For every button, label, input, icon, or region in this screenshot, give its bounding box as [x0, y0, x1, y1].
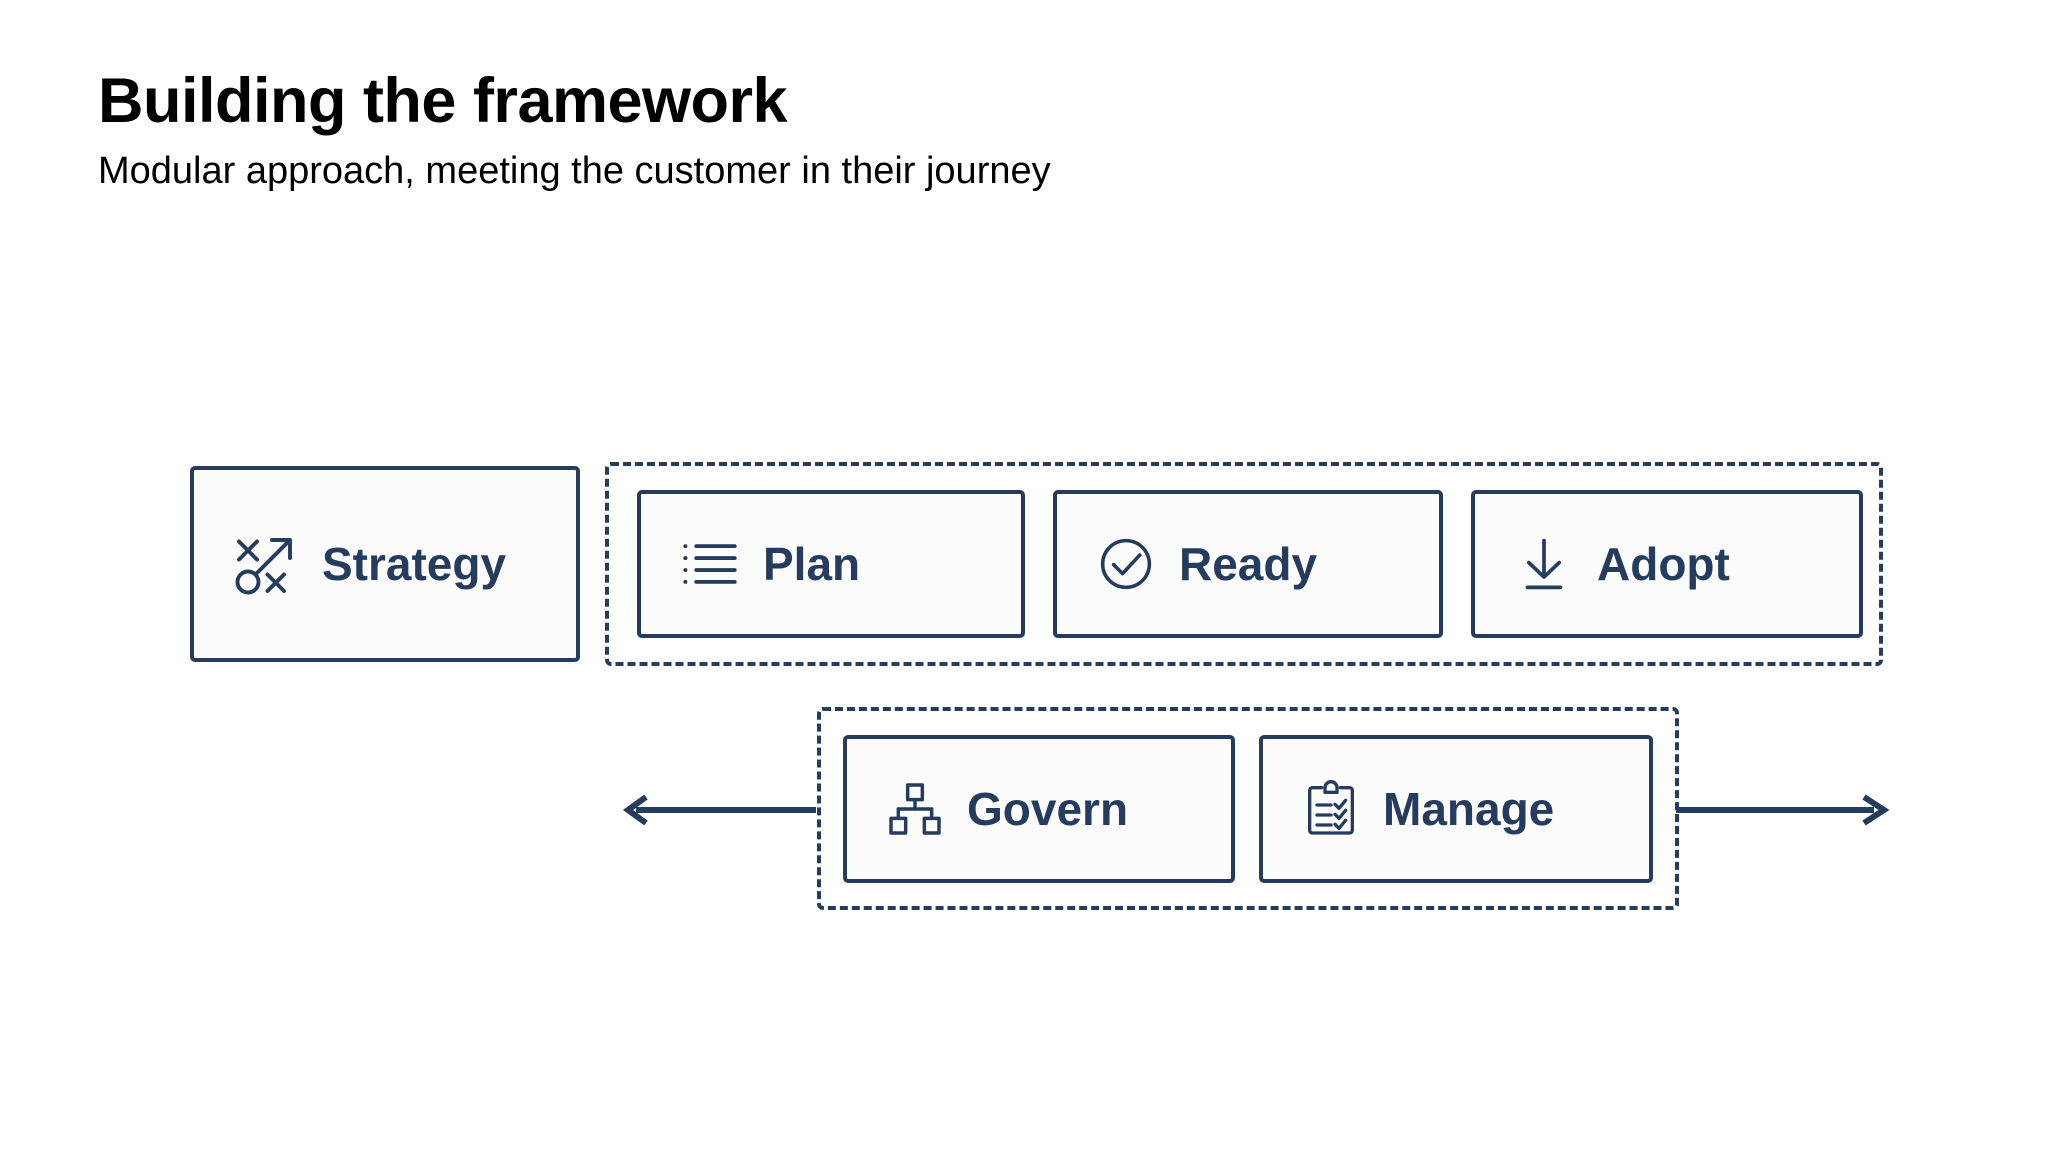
arrow-right-icon [1672, 790, 1892, 830]
card-manage-label: Manage [1383, 783, 1555, 835]
bulleted-list-icon [677, 531, 743, 597]
strategy-icon [230, 528, 302, 600]
card-adopt[interactable]: Adopt [1471, 490, 1863, 638]
card-adopt-content: Adopt [1475, 531, 1730, 597]
adoption-phase-group [605, 462, 1883, 666]
card-ready-content: Ready [1057, 531, 1317, 597]
card-govern-label: Govern [967, 783, 1129, 835]
card-govern-content: Govern [847, 777, 1128, 841]
org-chart-icon [883, 777, 947, 841]
slide-header: Building the framework Modular approach,… [98, 68, 1598, 194]
card-ready[interactable]: Ready [1053, 490, 1443, 638]
card-plan-content: Plan [641, 531, 860, 597]
card-manage[interactable]: Manage [1259, 735, 1653, 883]
download-arrow-icon [1511, 531, 1577, 597]
card-adopt-label: Adopt [1597, 538, 1730, 590]
card-strategy-content: Strategy [194, 528, 506, 600]
page-subtitle: Modular approach, meeting the customer i… [98, 149, 1051, 192]
card-manage-content: Manage [1263, 777, 1554, 841]
card-plan-label: Plan [763, 538, 861, 590]
arrow-left-icon [620, 790, 820, 830]
card-govern[interactable]: Govern [843, 735, 1235, 883]
check-circle-icon [1093, 531, 1159, 597]
clipboard-check-icon [1299, 777, 1363, 841]
page-title: Building the framework [98, 66, 788, 136]
card-strategy-label: Strategy [322, 538, 507, 590]
card-ready-label: Ready [1179, 538, 1318, 590]
card-plan[interactable]: Plan [637, 490, 1025, 638]
card-strategy[interactable]: Strategy [190, 466, 580, 662]
